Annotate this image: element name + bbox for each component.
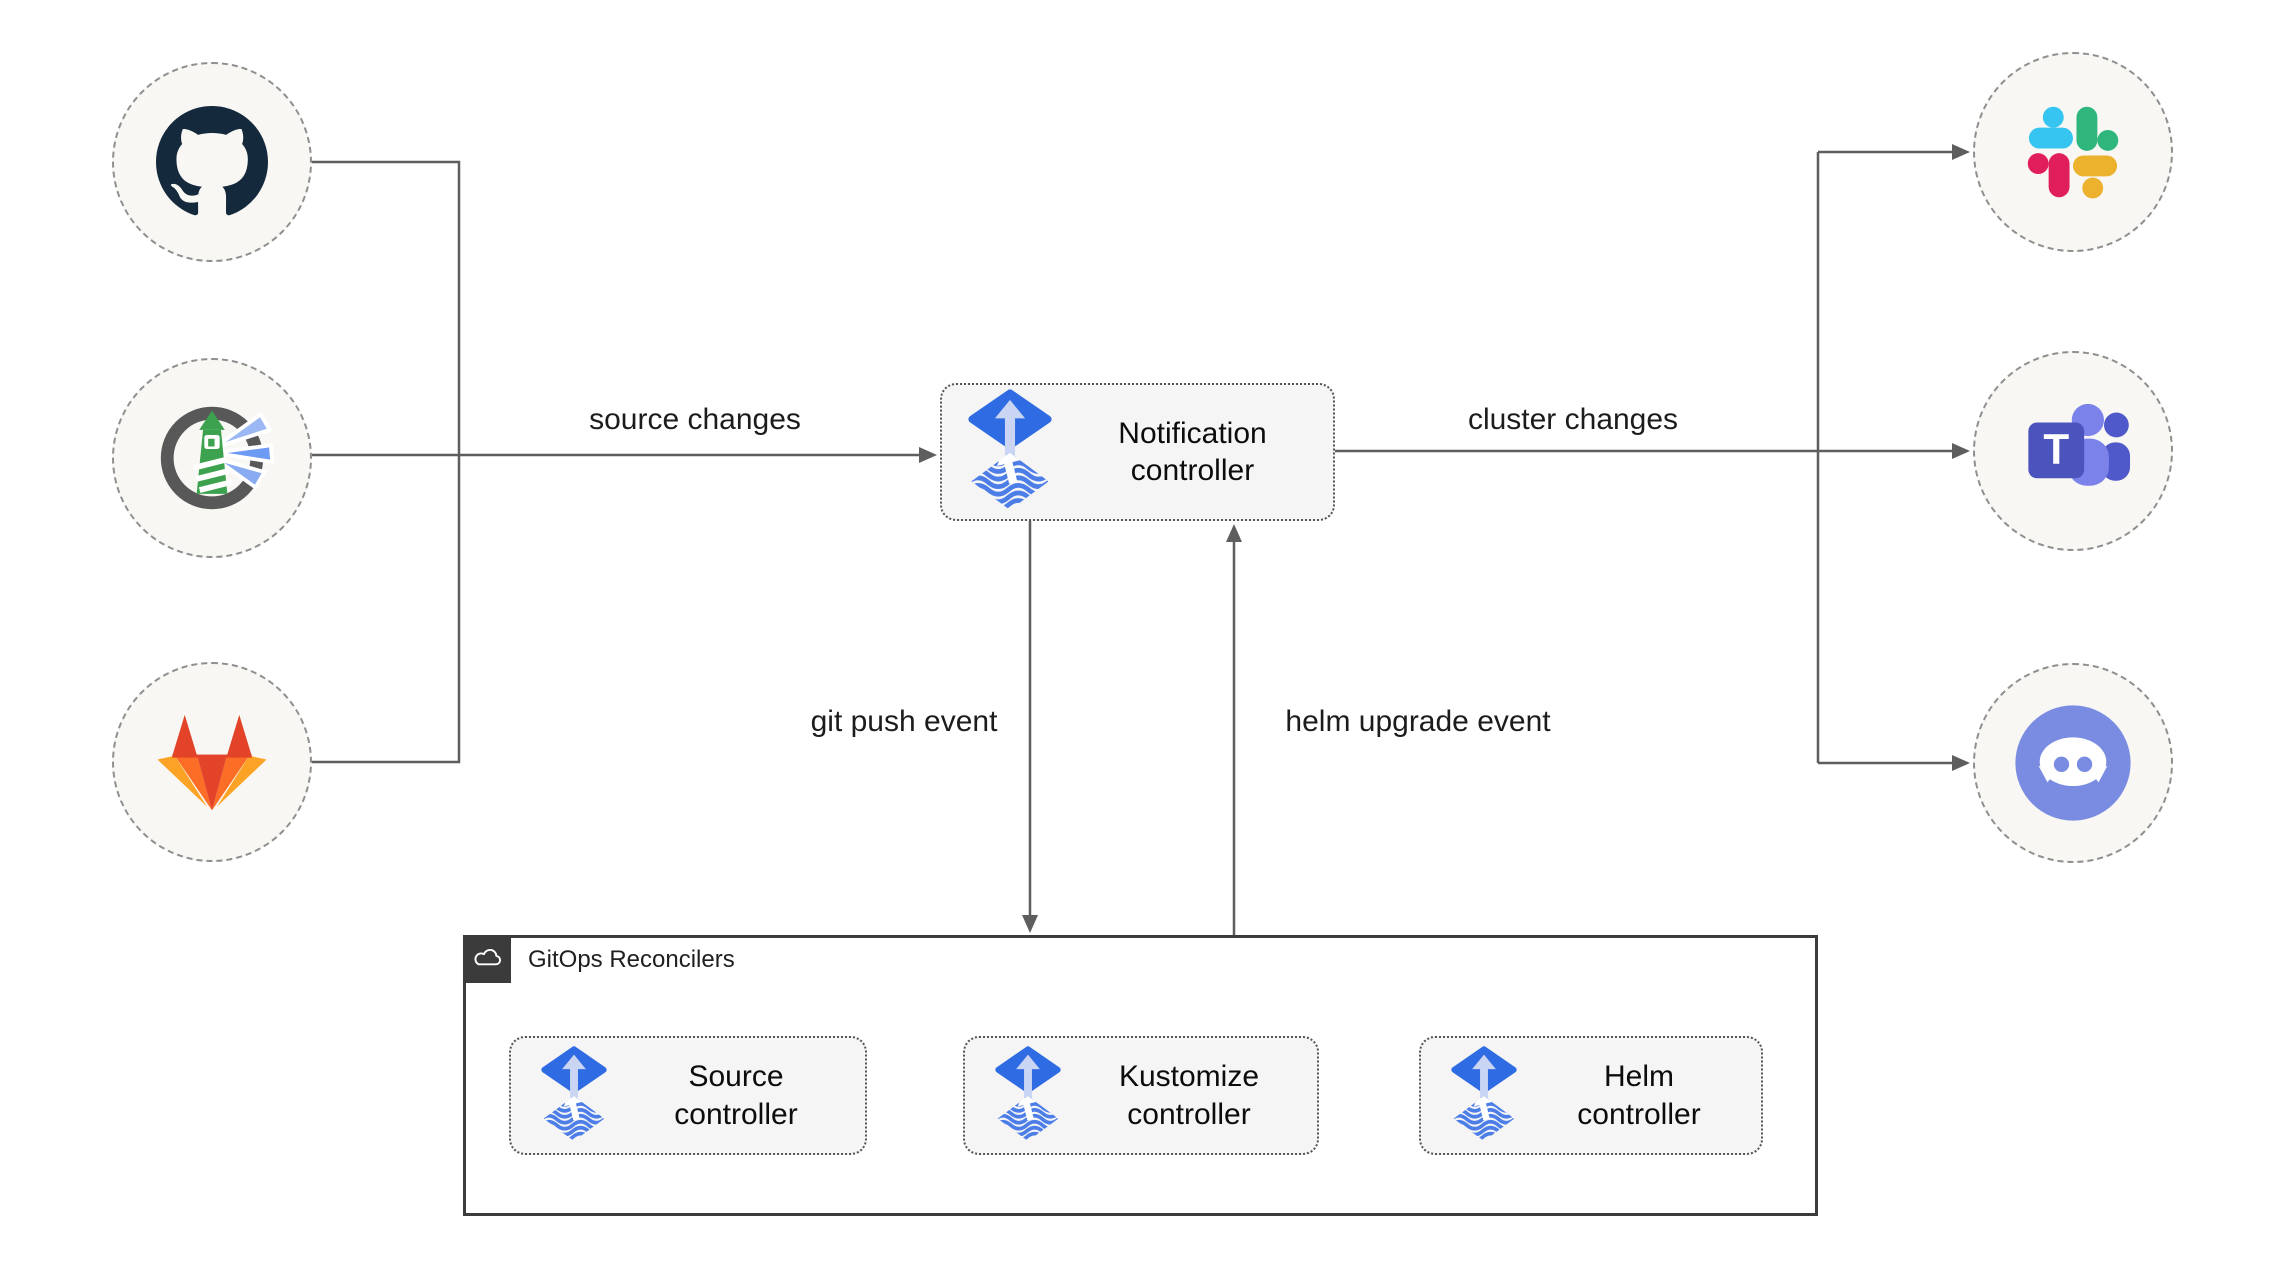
flux-icon: [995, 1046, 1061, 1145]
cloud-icon: [474, 948, 502, 966]
node-github: [112, 62, 312, 262]
gitlab-icon: [157, 714, 267, 811]
edge-label-git-push-event: git push event: [810, 705, 998, 738]
arrowhead-into-gitops: [1022, 915, 1038, 933]
arrowhead-into-notification: [919, 447, 937, 463]
notification-controller-label: Notification controller: [1118, 416, 1267, 488]
notification-label-wrap: Notification controller: [1052, 415, 1333, 490]
edge-label-source-changes: source changes: [589, 403, 801, 436]
edge-label-cluster-changes: cluster changes: [1467, 403, 1679, 436]
teams-icon: T: [2028, 403, 2131, 486]
node-gitlab: [112, 662, 312, 862]
node-notification-controller: Notification controller: [940, 383, 1335, 521]
node-helm-controller: Helm controller: [1419, 1036, 1763, 1155]
node-discord: [1973, 663, 2173, 863]
kustomize-controller-label: Kustomize controller: [1118, 1060, 1260, 1131]
helm-controller-label: Helm controller: [1577, 1060, 1701, 1131]
flux-icon: [541, 1046, 607, 1145]
edge-label-helm-upgrade-event: helm upgrade event: [1285, 705, 1551, 738]
gitops-badge: [463, 935, 511, 983]
flux-icon: [1451, 1046, 1517, 1145]
slack-icon: [2027, 106, 2119, 199]
kustomize-label-wrap: Kustomize controller: [1061, 1058, 1317, 1133]
gitops-reconcilers-title: GitOps Reconcilers: [528, 946, 735, 973]
arrowhead-into-notification-up: [1226, 524, 1242, 542]
arrowhead-into-slack: [1952, 144, 1970, 160]
teams-letter: T: [2043, 425, 2069, 472]
node-source-controller: Source controller: [509, 1036, 867, 1155]
arrowhead-into-discord: [1952, 755, 1970, 771]
harbor-icon: [160, 406, 275, 510]
arrowhead-into-teams: [1952, 443, 1970, 459]
flux-icon: [968, 389, 1052, 515]
helm-label-wrap: Helm controller: [1517, 1058, 1761, 1133]
github-icon: [156, 106, 268, 216]
node-kustomize-controller: Kustomize controller: [963, 1036, 1319, 1155]
node-slack: [1973, 52, 2173, 252]
source-controller-label: Source controller: [674, 1060, 798, 1131]
node-harbor: [112, 358, 312, 558]
node-teams: T: [1973, 351, 2173, 551]
connector-left-elbow: [312, 160, 461, 764]
source-label-wrap: Source controller: [607, 1058, 865, 1133]
gitops-reconcilers-container: GitOps Reconcilers Source controller Kus…: [463, 935, 1818, 1216]
discord-icon: [2015, 705, 2131, 821]
